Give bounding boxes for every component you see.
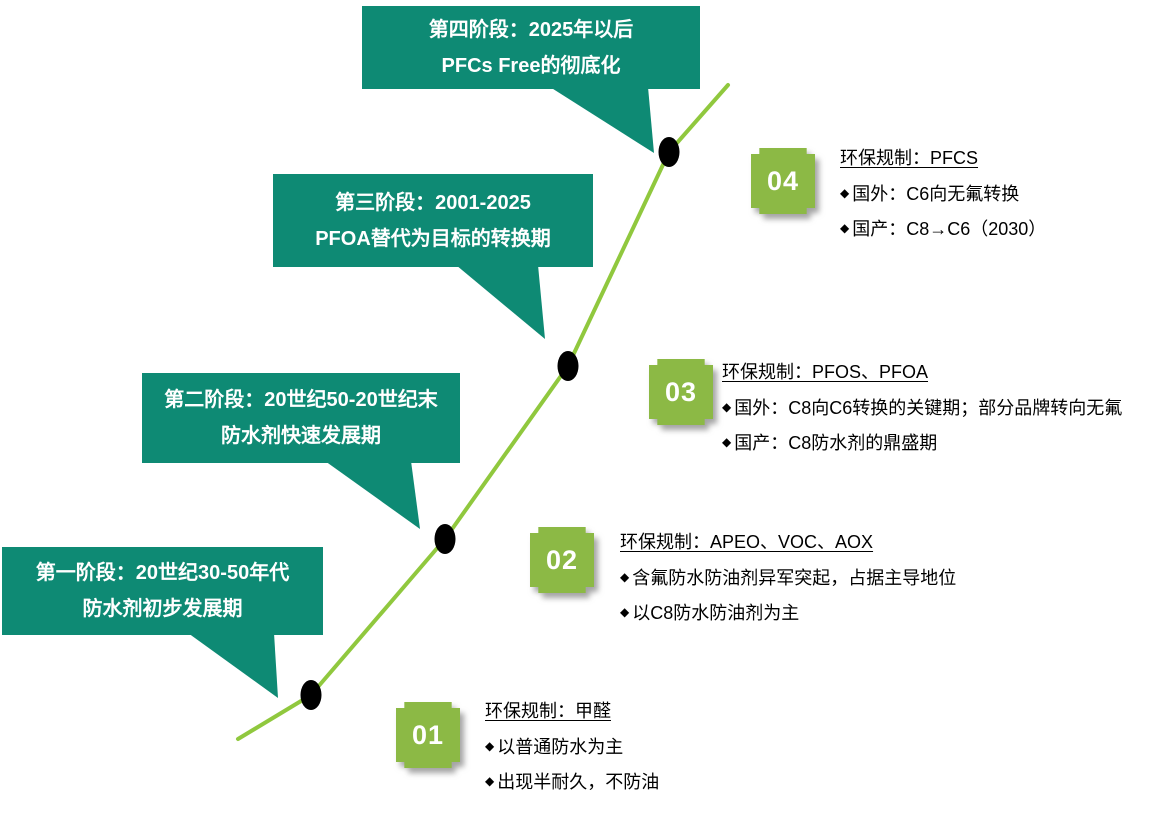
bubble-tail-2	[325, 461, 420, 529]
phase-4-bubble-title: 第四阶段：2025年以后	[428, 18, 634, 41]
phase-2-number: 02	[545, 544, 579, 575]
phase-2-bubble: 第二阶段：20世纪50-20世纪末 防水剂快速发展期	[142, 373, 460, 463]
phase-3-regulation-header: 环保规制：PFOS、PFOA	[722, 362, 929, 382]
phase-4-details: 环保规制：PFCS ◆ 国外：C6向无氟转换 ◆ 国产：C8→C6（2030）	[840, 144, 1046, 250]
diamond-bullet-icon: ◆	[485, 774, 495, 788]
phase-2-details: 环保规制：APEO、VOC、AOX ◆ 含氟防水防油剂异军突起，占据主导地位 ◆…	[620, 528, 956, 634]
diamond-bullet-icon: ◆	[485, 739, 495, 753]
phase-4-bullet-2: ◆ 国产：C8→C6（2030）	[840, 215, 1046, 241]
diamond-bullet-icon: ◆	[620, 605, 630, 619]
bubble-tail-1	[188, 633, 278, 698]
timeline-dot-3	[557, 351, 579, 381]
phase-1-bubble-subtitle: 防水剂初步发展期	[82, 598, 243, 620]
phase-3-bubble: 第三阶段：2001-2025 PFOA替代为目标的转换期	[273, 174, 593, 267]
phase-3-bullet-2: ◆ 国产：C8防水剂的鼎盛期	[722, 429, 1122, 455]
diamond-bullet-icon: ◆	[840, 186, 850, 200]
phase-2-bubble-title: 第二阶段：20世纪50-20世纪末	[164, 389, 438, 411]
timeline-dot-1	[300, 680, 322, 710]
phase-1-bullet-2-text: 出现半耐久，不防油	[497, 772, 660, 792]
phase-2-bullet-2: ◆ 以C8防水防油剂为主	[620, 599, 956, 625]
phase-1-bubble-title: 第一阶段：20世纪30-50年代	[35, 562, 290, 584]
growth-curve-line	[236, 83, 730, 741]
timeline-dot-2	[434, 524, 456, 554]
phase-3-bullet-1: ◆ 国外：C8向C6转换的关键期；部分品牌转向无氟	[722, 394, 1122, 420]
phase-4-bubble: 第四阶段：2025年以后 PFCs Free的彻底化	[362, 6, 700, 89]
phase-3-details: 环保规制：PFOS、PFOA ◆ 国外：C8向C6转换的关键期；部分品牌转向无氟…	[722, 358, 1122, 464]
diamond-bullet-icon: ◆	[620, 570, 630, 584]
phase-3-number: 03	[664, 376, 698, 407]
phase-2-bullet-1: ◆ 含氟防水防油剂异军突起，占据主导地位	[620, 564, 956, 590]
phase-4-bubble-subtitle: PFCs Free的彻底化	[441, 54, 621, 77]
phase-4-regulation-header: 环保规制：PFCS	[840, 148, 979, 168]
phase-3-number-badge: 03	[649, 359, 713, 425]
phase-2-regulation-header: 环保规制：APEO、VOC、AOX	[620, 532, 874, 552]
phase-1-details: 环保规制：甲醛 ◆ 以普通防水为主 ◆ 出现半耐久，不防油	[485, 697, 659, 803]
phase-2-bullet-1-text: 含氟防水防油剂异军突起，占据主导地位	[632, 568, 957, 588]
phase-4-number-badge: 04	[751, 148, 815, 214]
phase-2-bullet-2-text: 以C8防水防油剂为主	[632, 603, 800, 623]
phase-1-bullet-1: ◆ 以普通防水为主	[485, 733, 659, 759]
phase-1-bubble: 第一阶段：20世纪30-50年代 防水剂初步发展期	[2, 547, 323, 635]
phase-1-number-badge: 01	[396, 702, 460, 768]
phase-3-bullet-1-text: 国外：C8向C6转换的关键期；部分品牌转向无氟	[734, 398, 1123, 418]
phase-4-bullet-1-text: 国外：C6向无氟转换	[852, 184, 1020, 204]
diamond-bullet-icon: ◆	[840, 221, 850, 235]
diamond-bullet-icon: ◆	[722, 435, 732, 449]
phase-1-number: 01	[411, 719, 445, 750]
phase-1-regulation-header: 环保规制：甲醛	[485, 701, 611, 721]
phase-3-bubble-subtitle: PFOA替代为目标的转换期	[315, 227, 551, 250]
bubble-tail-3	[456, 265, 545, 339]
phase-1-bullet-2: ◆ 出现半耐久，不防油	[485, 768, 659, 794]
timeline-dot-4	[658, 137, 680, 167]
phase-2-number-badge: 02	[530, 527, 594, 593]
bubble-tail-4	[550, 87, 654, 153]
phase-4-bullet-1: ◆ 国外：C6向无氟转换	[840, 180, 1046, 206]
phase-3-bubble-title: 第三阶段：2001-2025	[335, 191, 531, 214]
phase-3-bullet-2-text: 国产：C8防水剂的鼎盛期	[734, 433, 938, 453]
phase-4-number: 04	[766, 165, 800, 196]
phase-1-bullet-1-text: 以普通防水为主	[497, 737, 624, 757]
phase-4-bullet-2-text: 国产：C8→C6（2030）	[852, 219, 1047, 239]
diamond-bullet-icon: ◆	[722, 400, 732, 414]
phase-2-bubble-subtitle: 防水剂快速发展期	[221, 425, 381, 447]
